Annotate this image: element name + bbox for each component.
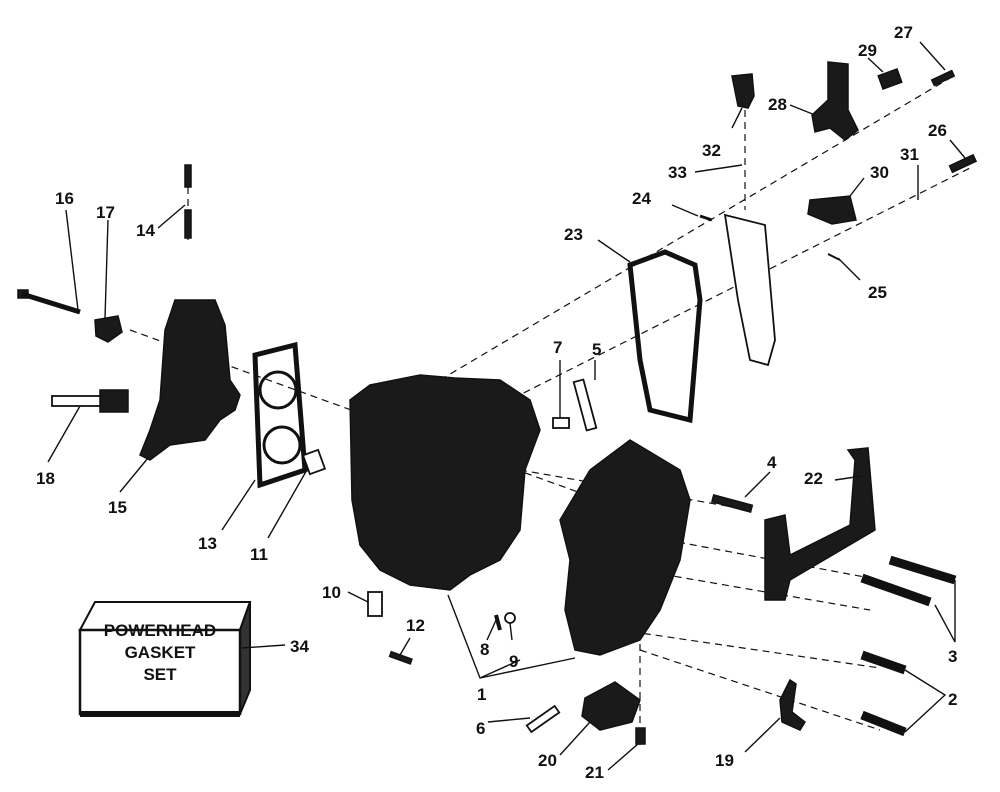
- part-18-spark-plug: [51, 389, 129, 413]
- part-29-screw: [877, 68, 903, 90]
- powerhead-gasket-set-box: POWERHEAD GASKET SET: [78, 601, 252, 717]
- callout-7: 7: [553, 338, 562, 357]
- callout-29: 29: [858, 41, 877, 60]
- part-33-plate: [723, 213, 776, 367]
- part-1-cylinder-block: [349, 374, 541, 591]
- kit-label-line1: POWERHEAD: [104, 621, 216, 640]
- callout-31: 31: [900, 145, 919, 164]
- callout-3: 3: [948, 647, 957, 666]
- assembly-axes: [129, 77, 971, 745]
- callout-21: 21: [585, 763, 604, 782]
- callout-19: 19: [715, 751, 734, 770]
- callout-4: 4: [767, 453, 777, 472]
- callout-1: 1: [477, 685, 486, 704]
- part-25-pin: [827, 253, 841, 261]
- part-11-dowel: [301, 448, 327, 476]
- part-20-cover-plate: [581, 681, 641, 731]
- part-30-clip: [807, 195, 857, 225]
- part-21-screw: [635, 727, 646, 745]
- callout-23: 23: [564, 225, 583, 244]
- callout-15: 15: [108, 498, 127, 517]
- callout-16: 16: [55, 189, 74, 208]
- part-5-pin: [572, 378, 598, 432]
- callout-32: 32: [702, 141, 721, 160]
- callout-27: 27: [894, 23, 913, 42]
- part-28-bracket: [811, 61, 859, 141]
- callout-11: 11: [250, 545, 268, 564]
- part-1-crankcase-half: [559, 439, 691, 656]
- callout-34: 34: [290, 637, 309, 656]
- part-6-pin: [525, 704, 561, 734]
- part-10-dowel: [367, 591, 383, 617]
- callout-24: 24: [632, 189, 651, 208]
- callout-20: 20: [538, 751, 557, 770]
- callout-30: 30: [870, 163, 889, 182]
- callout-5: 5: [592, 340, 601, 359]
- part-22-tube-bracket: [764, 447, 876, 601]
- part-19-bracket: [779, 678, 806, 731]
- callout-2: 2: [948, 690, 957, 709]
- callout-9: 9: [509, 652, 518, 671]
- part-27-screw: [930, 69, 956, 87]
- part-7-dowel: [552, 417, 570, 429]
- callout-17: 17: [96, 203, 115, 222]
- part-16-screw: [17, 289, 81, 315]
- kit-label-line3: SET: [143, 665, 177, 684]
- callout-28: 28: [768, 95, 787, 114]
- part-4-screw: [710, 494, 754, 513]
- callout-12: 12: [406, 616, 425, 635]
- part-8-pin: [494, 614, 502, 631]
- callout-10: 10: [322, 583, 341, 602]
- part-12-pin: [388, 650, 413, 665]
- callout-14: 14: [136, 221, 155, 240]
- callout-6: 6: [476, 719, 485, 738]
- part-9-pin: [504, 612, 516, 624]
- callout-18: 18: [36, 469, 55, 488]
- part-2-bolts: [860, 650, 907, 737]
- callout-25: 25: [868, 283, 887, 302]
- leader-lines: [47, 41, 966, 771]
- part-15-cylinder-cover: [139, 299, 241, 461]
- part-17-fitting: [94, 315, 123, 343]
- kit-label-line2: GASKET: [125, 643, 196, 662]
- part-3-bolts: [860, 555, 957, 607]
- part-14-pins: [184, 164, 192, 239]
- callout-26: 26: [928, 121, 947, 140]
- part-32-plug: [731, 73, 755, 109]
- callout-13: 13: [198, 534, 217, 553]
- callout-33: 33: [668, 163, 687, 182]
- part-13-head-gasket: [252, 341, 308, 489]
- part-26-screw: [948, 153, 978, 174]
- part-24-pin: [699, 214, 713, 222]
- part-23-gasket: [627, 249, 703, 424]
- callout-numbers: 1 2 3 4 5 6 7 8 9 10 11 12 13 14 15 16 1…: [36, 23, 957, 782]
- callout-8: 8: [480, 640, 489, 659]
- callout-22: 22: [804, 469, 823, 488]
